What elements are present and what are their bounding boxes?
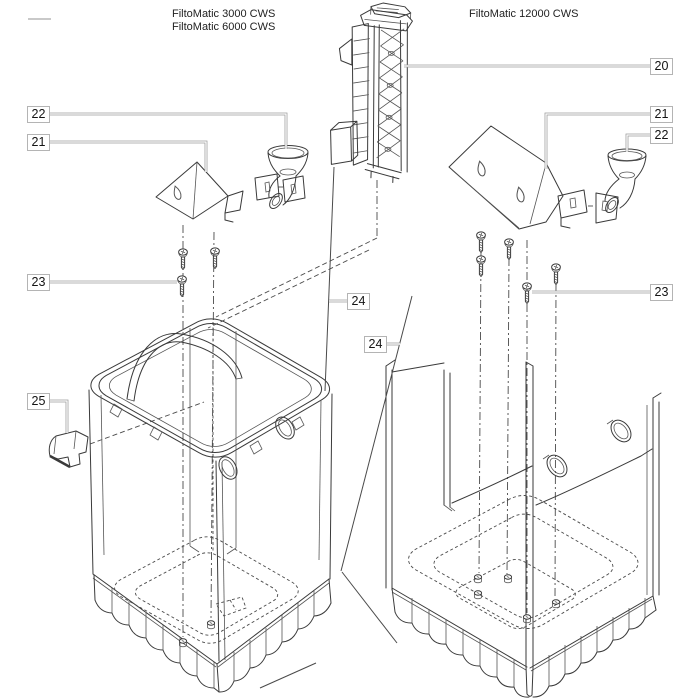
screw-boss (503, 574, 513, 584)
filter-cartridge-module (330, 2, 413, 184)
screw-boss (551, 599, 561, 609)
pointer-lines (259, 166, 413, 689)
screw-boss (473, 574, 483, 584)
callout-22-left: 22 (27, 106, 50, 123)
screw-icon (504, 238, 514, 260)
lid-cover-left (155, 161, 244, 223)
callout-22-right: 22 (650, 127, 673, 144)
container-right-12000 (385, 359, 662, 698)
callout-21-right: 21 (650, 106, 673, 123)
callout-20: 20 (650, 58, 673, 75)
inlet-funnel-left (267, 145, 309, 210)
lid-assembly-right (448, 125, 647, 230)
outlet-hole (275, 416, 295, 440)
outlet-hole (542, 454, 568, 478)
container-left-3000-6000 (88, 318, 333, 693)
screw-icon (551, 263, 561, 285)
callout-24-left: 24 (347, 293, 370, 310)
screw-boss (473, 590, 483, 600)
callout-25: 25 (27, 393, 50, 410)
carry-handle (126, 333, 243, 402)
assembly-centerlines (89, 180, 596, 637)
model-title-left-line1: FiltoMatic 3000 CWS (172, 8, 276, 20)
callout-24-right: 24 (364, 336, 387, 353)
screw-icon (210, 247, 220, 269)
outlet-hole (218, 456, 238, 480)
screw-icon (476, 255, 486, 277)
part-25-flap (48, 430, 89, 469)
lid-cover-right (448, 125, 564, 230)
outlet-hole (606, 419, 632, 443)
callout-21-left: 21 (27, 134, 50, 151)
mounting-brackets-right (557, 189, 619, 229)
model-title-left-line2: FiltoMatic 6000 CWS (172, 21, 276, 33)
screw-icon (522, 282, 532, 304)
screw-boss (522, 614, 532, 624)
screw-icon (177, 275, 187, 297)
screw-boss (206, 620, 216, 630)
screw-boss (178, 638, 188, 648)
leader-lines (50, 64, 650, 433)
model-title-right: FiltoMatic 12000 CWS (469, 8, 579, 20)
lid-assembly-left (155, 145, 309, 223)
inlet-funnel-right (604, 148, 647, 214)
screw-icon (178, 248, 188, 270)
callout-23-left: 23 (27, 274, 50, 291)
callout-23-right: 23 (650, 284, 673, 301)
screw-icon (476, 231, 486, 253)
